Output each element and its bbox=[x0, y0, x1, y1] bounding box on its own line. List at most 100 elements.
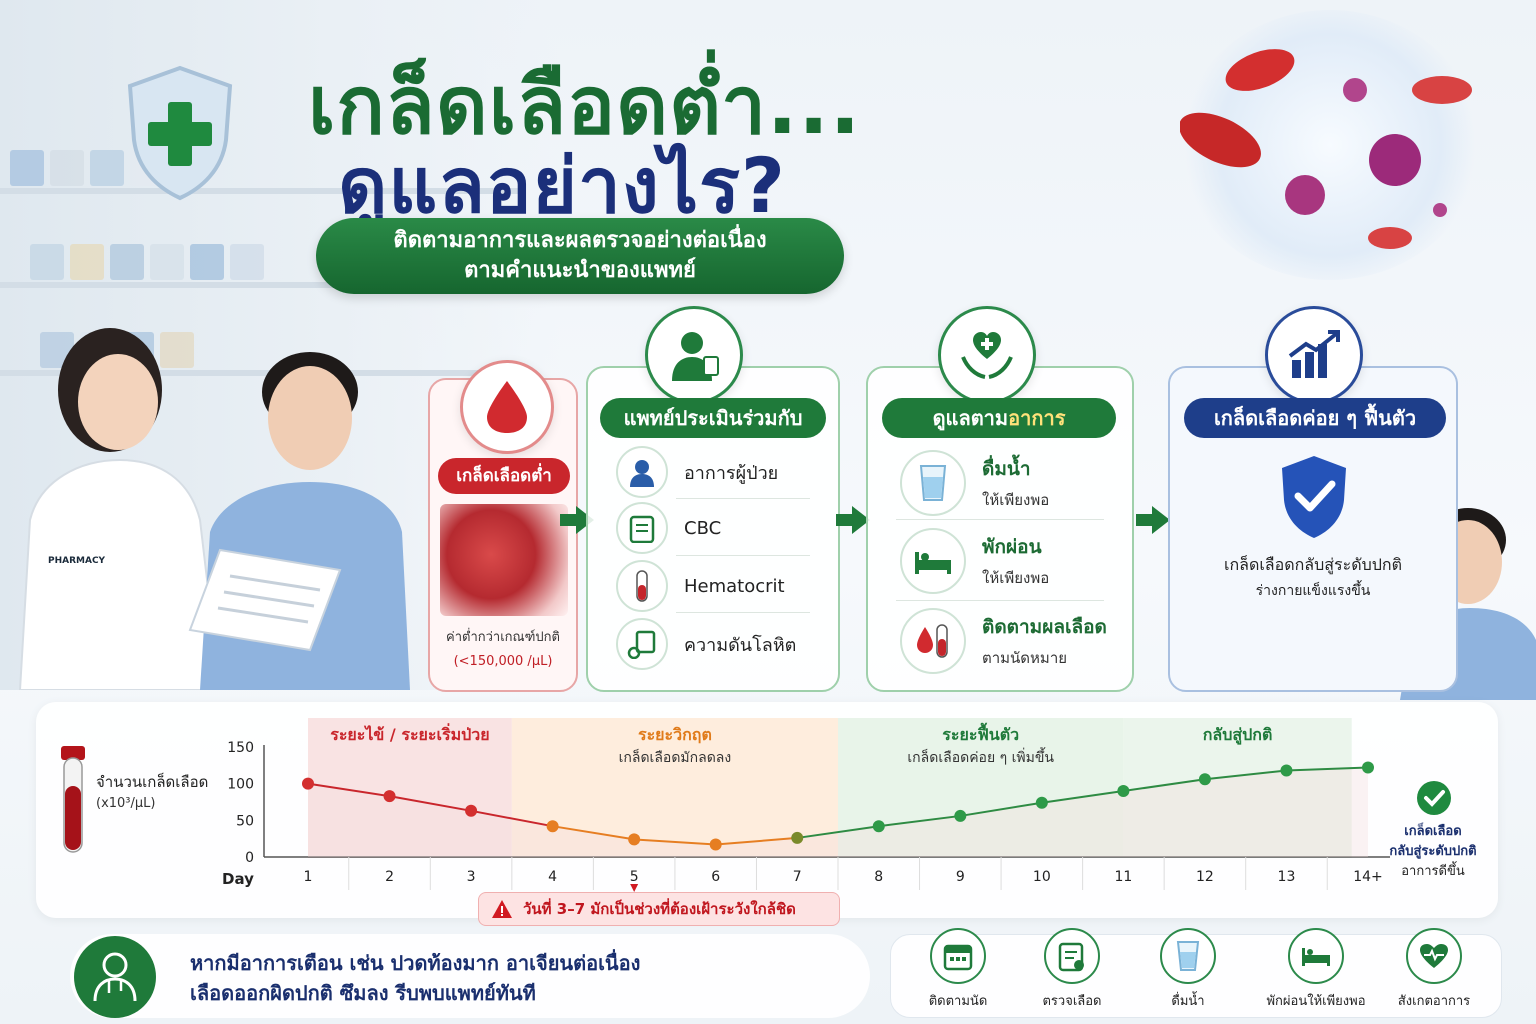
care-item-title: พักผ่อน bbox=[982, 536, 1042, 558]
care-item-blood-test: ติดตามผลเลือดตามนัดหมาย bbox=[900, 608, 1107, 674]
x-tick-label: 5 bbox=[630, 869, 639, 885]
tip-follow-appointment: ติดตามนัด bbox=[898, 928, 1018, 1011]
bed-icon bbox=[1288, 928, 1344, 984]
x-tick-label: 13 bbox=[1278, 869, 1296, 885]
x-tick-label: 11 bbox=[1114, 869, 1132, 885]
y-tick-label: 50 bbox=[236, 813, 254, 829]
x-tick-label: 12 bbox=[1196, 869, 1214, 885]
test-tube-icon bbox=[616, 560, 668, 612]
warning-text: วันที่ 3–7 มักเป็นช่วงที่ต้องเฝ้าระวังใก… bbox=[523, 900, 796, 918]
care-item-title: ดื่มน้ำ bbox=[982, 458, 1031, 480]
tip-blood-test: ตรวจเลือด bbox=[1012, 928, 1132, 1011]
series-line-segment bbox=[797, 825, 879, 839]
tip-label: ติดตามนัด bbox=[928, 994, 988, 1009]
assess-item-cbc: CBC bbox=[616, 502, 721, 554]
series-line-segment bbox=[1286, 766, 1369, 772]
care-item-water: ดื่มน้ำให้เพียงพอ bbox=[900, 450, 1049, 516]
data-point bbox=[1117, 785, 1130, 797]
phase-band bbox=[511, 718, 838, 858]
warning-banner: วันที่ 3–7 มักเป็นช่วงที่ต้องเฝ้าระวังใก… bbox=[478, 892, 840, 926]
data-point bbox=[954, 809, 967, 822]
warning-message-line1: หากมีอาการเตือน เช่น ปวดท้องมาก อาเจียนต… bbox=[190, 951, 641, 975]
data-point bbox=[791, 831, 804, 844]
warning-icon bbox=[492, 900, 512, 918]
divider bbox=[676, 555, 810, 556]
tip-drink-water: ดื่มน้ำ bbox=[1128, 928, 1248, 1011]
data-point bbox=[546, 820, 559, 833]
warning-message-panel bbox=[70, 934, 870, 1018]
divider bbox=[676, 612, 810, 613]
subtitle-line1: ติดตามอาการและผลตรวจอย่างต่อเนื่อง bbox=[393, 228, 767, 253]
normal-check-icon bbox=[1416, 780, 1452, 820]
clipboard-check-icon bbox=[1044, 928, 1100, 984]
care-item-rest: พักผ่อนให้เพียงพอ bbox=[900, 528, 1049, 594]
low-platelet-note-text: ค่าต่ำกว่าเกณฑ์ปกติ bbox=[446, 630, 560, 645]
doctor-avatar-icon bbox=[74, 936, 156, 1018]
data-point bbox=[302, 777, 314, 790]
calendar-icon bbox=[930, 928, 986, 984]
phase-label: ระยะไข้ / ระยะเริ่มป่วย bbox=[330, 723, 489, 744]
tip-label: พักผ่อนให้เพียงพอ bbox=[1266, 994, 1366, 1009]
phase-band bbox=[838, 718, 1124, 858]
data-point bbox=[709, 838, 722, 851]
assess-item-label: CBC bbox=[684, 517, 722, 539]
recovery-note: เกล็ดเลือดกลับสู่ระดับปกติ ร่างกายแข็งแร… bbox=[1178, 552, 1448, 604]
flow-arrow-3 bbox=[1136, 506, 1170, 534]
x-tick-label: 10 bbox=[1033, 869, 1051, 885]
phase-label: ระยะฟื้นตัว bbox=[942, 722, 1019, 744]
data-point bbox=[1035, 796, 1048, 809]
water-glass-icon bbox=[1160, 928, 1216, 984]
y-tick-label: 0 bbox=[245, 850, 254, 866]
series-line-segment bbox=[1204, 769, 1287, 781]
series-line-segment bbox=[878, 814, 961, 828]
symptom-care-label-b: อาการ bbox=[1008, 406, 1066, 430]
blood-drop-icon bbox=[460, 360, 554, 454]
care-item-sub: ตามนัดหมาย bbox=[982, 649, 1068, 667]
low-platelet-note: ค่าต่ำกว่าเกณฑ์ปกติ (<150,000 /μL) bbox=[432, 626, 574, 674]
care-item-sub: ให้เพียงพอ bbox=[982, 569, 1050, 587]
data-point bbox=[465, 804, 478, 817]
y-tick-label: 100 bbox=[227, 777, 254, 793]
series-line-segment bbox=[307, 782, 390, 798]
y-tick-label: 150 bbox=[227, 740, 254, 756]
tip-label: สังเกตอาการ bbox=[1397, 994, 1471, 1009]
x-tick-label: 2 bbox=[385, 869, 394, 885]
phase-sublabel: เกล็ดเลือดมักลดลง bbox=[619, 748, 732, 766]
x-tick-label: 8 bbox=[874, 869, 883, 885]
data-point bbox=[1280, 764, 1293, 777]
series-line-segment bbox=[960, 801, 1043, 817]
series-line-segment bbox=[1041, 790, 1124, 804]
warning-message: หากมีอาการเตือน เช่น ปวดท้องมาก อาเจียนต… bbox=[190, 948, 640, 1008]
medical-shield-icon bbox=[118, 62, 242, 202]
assess-item-hematocrit: Hematocrit bbox=[616, 560, 785, 612]
tip-label: ตรวจเลือด bbox=[1042, 994, 1102, 1009]
x-tick-label: 1 bbox=[304, 869, 313, 885]
tip-label: ดื่มน้ำ bbox=[1171, 994, 1205, 1009]
heart-pulse-icon bbox=[1406, 928, 1462, 984]
series-line-segment bbox=[715, 836, 798, 846]
assess-item-blood-pressure: ความดันโลหิต bbox=[616, 618, 796, 670]
page-title-line2: ดูแลอย่างไร? bbox=[338, 141, 787, 230]
series-line-segment bbox=[634, 838, 716, 846]
area-fill bbox=[308, 767, 1368, 857]
low-platelet-label: เกล็ดเลือดต่ำ bbox=[438, 458, 570, 494]
check-shield-icon bbox=[1276, 452, 1352, 544]
x-tick-label: 9 bbox=[956, 869, 965, 885]
divider bbox=[896, 519, 1104, 520]
divider bbox=[676, 498, 810, 499]
assess-item-label: อาการผู้ป่วย bbox=[684, 462, 779, 484]
assess-item-symptoms: อาการผู้ป่วย bbox=[616, 446, 778, 498]
subtitle-line2: ตามคำแนะนำของแพทย์ bbox=[464, 258, 696, 283]
care-item-title: ติดตามผลเลือด bbox=[982, 616, 1107, 638]
warning-pointer bbox=[630, 884, 639, 892]
series-line-segment bbox=[389, 795, 472, 812]
chart-y-label: จำนวนเกล็ดเลือด bbox=[96, 773, 209, 791]
care-item-sub: ให้เพียงพอ bbox=[982, 491, 1050, 509]
x-tick-label: 4 bbox=[548, 869, 557, 885]
data-point bbox=[1198, 773, 1211, 786]
phase-band bbox=[1123, 718, 1352, 858]
warning-message-line2: เลือดออกผิดปกติ ซึมลง รีบพบแพทย์ทันที bbox=[190, 981, 536, 1005]
flow-arrow-2 bbox=[836, 506, 870, 534]
blood-test-icon bbox=[900, 608, 966, 674]
